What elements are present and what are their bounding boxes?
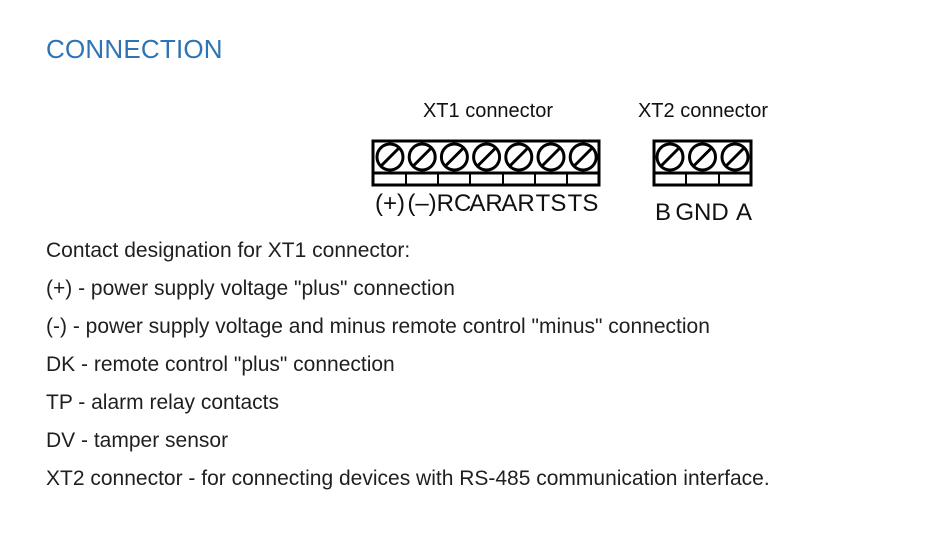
xt1-terminals <box>375 142 598 172</box>
xt1-pin-label: TS <box>568 190 599 217</box>
xt2-pin-label: GND <box>675 199 728 226</box>
screw-slot <box>379 146 401 168</box>
description-line: (-) - power supply voltage and minus rem… <box>46 315 710 338</box>
connector-diagram-svg: XT1 connector XT2 connector (+) (–) RC A… <box>371 100 768 226</box>
page-title: CONNECTION <box>46 34 223 64</box>
screw-slot <box>573 146 594 168</box>
xt1-pin-label: AR <box>501 190 534 217</box>
description-line: DK - remote control "plus" connection <box>46 353 395 376</box>
screw-slot <box>724 146 746 168</box>
xt1-pin-label: (+) <box>375 190 405 217</box>
xt1-title: XT1 connector <box>423 100 553 122</box>
xt2-title: XT2 connector <box>638 100 768 122</box>
screw-slot <box>412 146 433 168</box>
xt2-connector <box>652 139 753 187</box>
screw-slot <box>508 146 529 168</box>
description-line: DV - tamper sensor <box>46 429 229 452</box>
xt1-pin-label: (–) <box>407 190 436 217</box>
description-line: (+) - power supply voltage "plus" connec… <box>46 277 455 300</box>
xt2-pin-label: A <box>736 199 752 226</box>
xt1-pin-label: TS <box>536 190 567 217</box>
xt2-pin-label: B <box>655 199 671 226</box>
screw-slot <box>476 146 497 168</box>
description-line: XT2 connector - for connecting devices w… <box>46 467 770 490</box>
xt1-connector <box>371 139 601 187</box>
screw-slot <box>540 146 562 168</box>
screw-slot <box>444 146 465 168</box>
xt1-pin-label: RC <box>437 190 472 217</box>
xt1-pin-label: AR <box>469 190 502 217</box>
description-text: Contact designation for XT1 connector: (… <box>46 232 926 498</box>
xt2-terminals <box>655 142 750 172</box>
connector-diagram: XT1 connector XT2 connector (+) (–) RC A… <box>360 95 790 230</box>
description-line: Contact designation for XT1 connector: <box>46 239 411 262</box>
description-line: TP - alarm relay contacts <box>46 391 280 414</box>
screw-slot <box>692 146 713 168</box>
screw-slot <box>659 146 681 168</box>
